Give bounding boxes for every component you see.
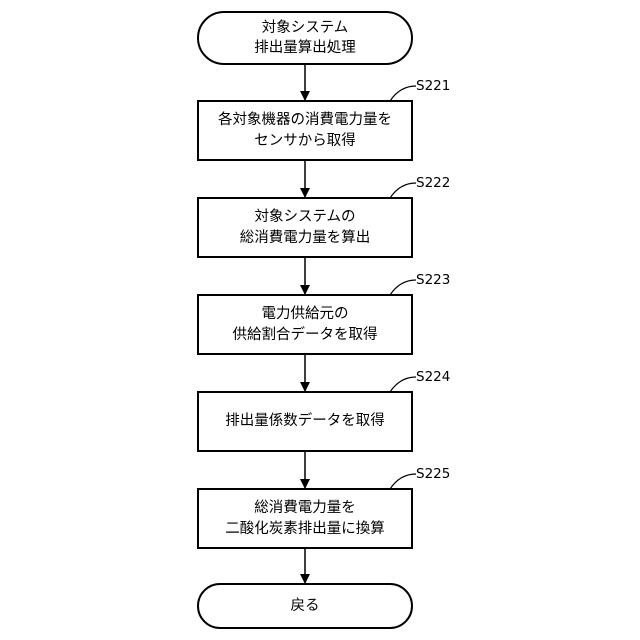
step-label-s222: S222 [416, 175, 450, 191]
start-terminal: 対象システム 排出量算出処理 [198, 12, 412, 64]
s221-leader-line [390, 86, 416, 101]
step-label-s225: S225 [416, 466, 450, 482]
s223-line-2: 供給割合データを取得 [233, 325, 378, 343]
s222-line-2: 総消費電力量を算出 [240, 229, 371, 246]
process-box-s223: 電力供給元の 供給割合データを取得 [198, 295, 412, 354]
s221-line-2: センサから取得 [254, 132, 356, 149]
start-line-2: 排出量算出処理 [254, 39, 356, 56]
process-box-s224: 排出量係数データを取得 [198, 392, 412, 451]
s225-leader-line [390, 474, 416, 489]
step-label-s221: S221 [416, 78, 450, 94]
end-terminal: 戻る [198, 584, 412, 628]
s224-line-1: 排出量係数データを取得 [225, 411, 385, 429]
step-label-s224: S224 [416, 369, 450, 385]
s223-line-1: 電力供給元の [262, 305, 349, 322]
s223-leader-line [390, 280, 416, 295]
s224-leader-line [390, 377, 416, 392]
process-box-s222: 対象システムの 総消費電力量を算出 [198, 198, 412, 257]
step-label-s223: S223 [416, 272, 450, 288]
start-line-1: 対象システム [262, 19, 349, 36]
s222-leader-line [390, 183, 416, 198]
process-box-s221: 各対象機器の消費電力量を センサから取得 [198, 101, 412, 160]
end-line-1: 戻る [291, 597, 320, 614]
s225-line-2: 二酸化炭素排出量に換算 [225, 520, 385, 537]
s222-line-1: 対象システムの [254, 208, 355, 225]
process-box-s225: 総消費電力量を 二酸化炭素排出量に換算 [198, 489, 412, 548]
s221-line-1: 各対象機器の消費電力量を [218, 111, 392, 128]
s225-line-1: 総消費電力量を [254, 499, 356, 516]
